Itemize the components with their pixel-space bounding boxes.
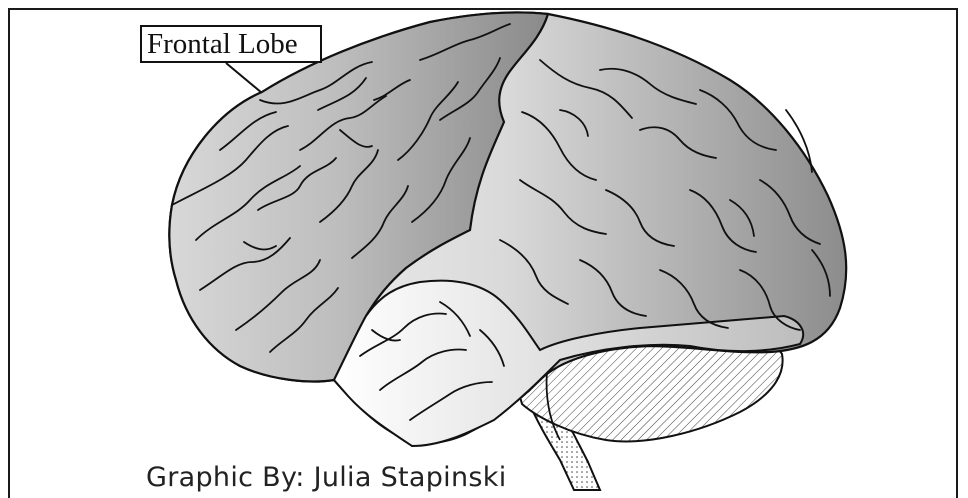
label-leader-line	[226, 63, 262, 93]
graphic-credit: Graphic By: Julia Stapinski	[146, 462, 507, 493]
frontal-lobe-label: Frontal Lobe	[140, 25, 322, 63]
